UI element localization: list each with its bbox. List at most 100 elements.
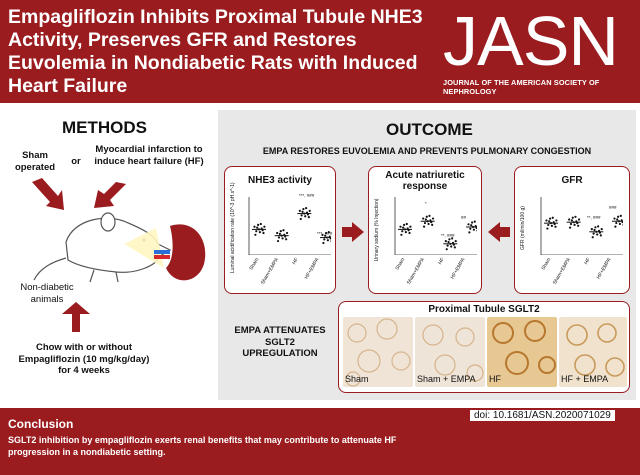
micrograph-label: HF	[489, 374, 501, 384]
x-tick-label: HF	[583, 257, 593, 266]
data-point	[277, 236, 281, 239]
data-point	[453, 246, 456, 249]
data-point	[400, 233, 403, 236]
x-tick-label: HF	[437, 257, 447, 266]
data-point	[622, 223, 623, 226]
methods-illustration	[32, 178, 206, 332]
outcome-panel: OUTCOME EMPA RESTORES EUVOLEMIA AND PREV…	[218, 110, 636, 400]
data-point	[276, 239, 280, 243]
data-point	[308, 209, 311, 212]
data-point	[617, 215, 620, 218]
data-point	[468, 231, 471, 234]
data-point	[599, 234, 602, 237]
significance-label: ***, ###	[317, 231, 333, 236]
conclusion-title: Conclusion	[8, 417, 74, 431]
card-title: Acute natriuretic response	[385, 170, 465, 192]
data-point	[447, 240, 450, 244]
data-point	[282, 229, 285, 232]
mi-label: Myocardial infarction to induce heart fa…	[94, 144, 204, 167]
sham-label: Sham operated	[14, 150, 56, 173]
arrow-left-icon	[488, 222, 510, 242]
arrow-icon	[32, 178, 126, 332]
data-point	[549, 217, 552, 220]
data-point	[262, 231, 265, 235]
x-tick-label: Sham	[394, 257, 407, 272]
jasn-logo: JASN	[443, 2, 619, 80]
data-point	[600, 228, 603, 231]
data-point	[423, 221, 427, 225]
data-point	[596, 233, 599, 236]
data-point	[472, 228, 475, 231]
data-point	[592, 232, 595, 235]
data-point	[431, 223, 434, 226]
data-point	[546, 227, 549, 230]
data-point	[302, 207, 305, 211]
micrograph-label: Sham	[345, 374, 369, 384]
data-point	[253, 225, 256, 228]
data-point	[594, 226, 597, 229]
data-point	[445, 248, 448, 251]
data-point	[473, 220, 476, 223]
data-point	[278, 232, 281, 235]
data-point	[298, 209, 301, 212]
data-point	[467, 223, 470, 226]
header-banner: Empagliflozin Inhibits Proximal Tubule N…	[0, 0, 640, 103]
data-point	[577, 218, 581, 221]
data-point	[300, 214, 303, 217]
sglt2-title: Proximal Tubule SGLT2	[428, 304, 540, 315]
data-point	[548, 220, 551, 223]
y-axis-label: Luminal acidification rate (10^-3 pH.s^-…	[230, 182, 236, 273]
significance-label: **, ###	[587, 215, 601, 220]
data-point	[613, 217, 616, 220]
data-point	[409, 225, 412, 228]
data-point	[321, 233, 324, 236]
card-gfr: GFR GFR (ml/min/100 g) Sham Sham+EMPA HF…	[514, 166, 630, 294]
doi-label[interactable]: doi: 10.1681/ASN.2020071029	[470, 410, 615, 421]
data-point	[324, 234, 327, 237]
data-point	[593, 228, 596, 232]
data-point	[618, 222, 621, 226]
data-point	[619, 214, 622, 217]
data-point	[307, 216, 310, 219]
data-point	[570, 219, 573, 222]
axis-line	[248, 197, 331, 255]
y-axis-label: Urinary sodium (% Injection)	[374, 198, 380, 262]
data-point	[263, 225, 266, 228]
data-point	[422, 225, 426, 228]
data-point	[471, 221, 474, 224]
data-point	[330, 240, 331, 243]
data-point	[554, 225, 557, 228]
data-point	[568, 218, 571, 221]
significance-label: ##	[461, 215, 467, 220]
data-point	[470, 224, 473, 227]
data-point	[281, 237, 284, 240]
data-point	[469, 227, 472, 230]
data-point	[408, 231, 411, 235]
x-tick-label: HF+EMPA	[595, 257, 613, 281]
micrograph-image	[415, 317, 485, 387]
data-point	[325, 231, 328, 235]
y-axis-label: GFR (ml/min/100 g)	[520, 206, 526, 250]
data-point	[322, 241, 325, 245]
data-point	[555, 219, 558, 222]
card-title: NHE3 activity	[248, 175, 312, 186]
data-point	[299, 217, 302, 221]
data-point	[327, 231, 330, 234]
data-point	[590, 228, 593, 231]
data-point	[431, 217, 435, 220]
scatter-plot-nhe3	[248, 197, 331, 255]
data-point	[256, 226, 259, 229]
significance-label: ###	[609, 205, 617, 210]
data-point	[402, 226, 405, 229]
empa-attenuates-label: EMPA ATTENUATES SGLT2 UPREGULATION	[234, 325, 326, 359]
data-point	[551, 216, 554, 219]
data-point	[425, 215, 428, 218]
data-point	[454, 240, 457, 243]
data-point	[574, 215, 577, 218]
data-point	[476, 229, 477, 232]
data-point	[545, 219, 548, 222]
x-tick-label: Sham	[540, 257, 553, 272]
data-point	[450, 245, 453, 248]
x-tick-label: HF+EMPA	[449, 257, 467, 281]
outcome-subheading: EMPA RESTORES EUVOLEMIA AND PREVENTS PUL…	[262, 146, 592, 156]
